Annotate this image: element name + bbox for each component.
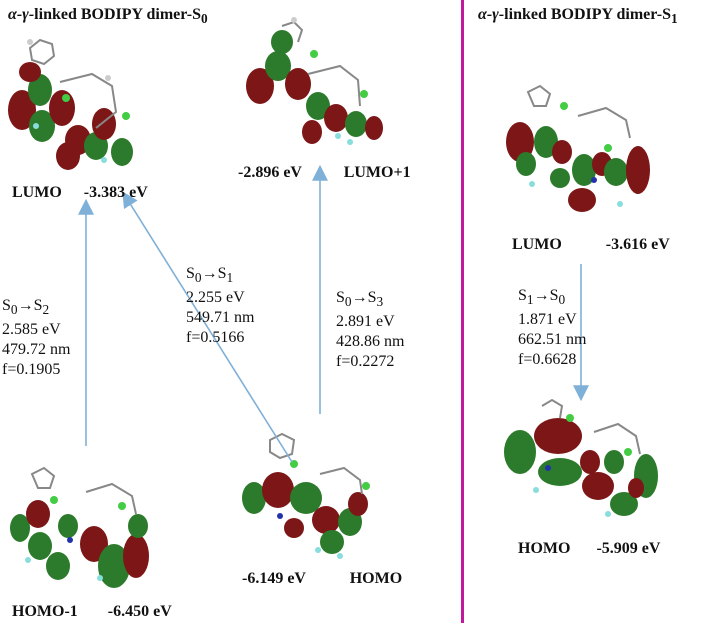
mo-lumo-plus1-s0 <box>246 17 383 145</box>
mo-lumo-s0 <box>8 38 133 170</box>
molecule-skeleton <box>269 432 363 495</box>
mo-homo-s1 <box>504 398 658 517</box>
homo-s1-label: HOMO -5.909 eV <box>518 540 660 558</box>
orbital-name: LUMO <box>512 236 562 253</box>
mo-homo-minus1-s0 <box>10 466 149 588</box>
transition-oscillator-strength: f=0.6628 <box>518 351 577 369</box>
orbital-name: LUMO <box>12 184 62 201</box>
mo-lumo-s1 <box>506 84 650 212</box>
right-title-prefix: α-γ- <box>478 6 505 23</box>
homo-minus1-s0-label: HOMO-1 -6.450 eV <box>12 603 172 621</box>
transition-s0-s3: S0→S3 2.891 eV 428.86 nm f=0.2272 <box>336 288 404 372</box>
right-title-subscript: 1 <box>671 11 678 27</box>
mo-homo-s0 <box>242 432 370 559</box>
homo-s0-label: -6.149 eV HOMO <box>242 570 402 588</box>
transition-oscillator-strength: f=0.2272 <box>336 353 395 371</box>
atoms <box>25 496 126 581</box>
transition-energy: 2.585 eV <box>2 321 61 339</box>
orbital-lobes <box>506 122 650 212</box>
left-title-text: linked BODIPY dimer-S <box>34 6 201 23</box>
transition-wavelength: 428.86 nm <box>336 333 405 351</box>
orbital-name: HOMO-1 <box>12 603 78 620</box>
orbital-energy: -6.450 eV <box>107 603 172 620</box>
molecule-skeleton <box>28 38 118 129</box>
transition-wavelength: 662.51 nm <box>518 331 587 349</box>
transition-energy: 2.255 eV <box>186 289 245 307</box>
lumo-s1-label: LUMO -3.616 eV <box>512 236 670 254</box>
orbital-lobes <box>10 500 149 588</box>
transition-states: S0→S2 <box>2 297 50 318</box>
molecule-skeleton <box>30 466 137 515</box>
atoms <box>27 39 130 163</box>
atoms <box>291 17 368 145</box>
orbital-energy: -3.383 eV <box>83 184 148 201</box>
orbital-lobes <box>242 472 368 554</box>
orbital-name: HOMO <box>349 570 403 587</box>
left-title-prefix: α-γ- <box>8 6 35 23</box>
lumo-s0-label: LUMO -3.383 eV <box>12 184 148 202</box>
molecule-skeleton <box>281 20 361 107</box>
right-title-text: linked BODIPY dimer-S <box>504 6 671 23</box>
left-title-subscript: 0 <box>201 11 208 27</box>
panel-divider <box>461 0 464 623</box>
transition-oscillator-strength: f=0.5166 <box>186 329 245 347</box>
transition-s0-s1: S0→S1 2.255 eV 549.71 nm f=0.5166 <box>186 264 254 348</box>
orbital-lobes <box>504 418 658 516</box>
transition-wavelength: 549.71 nm <box>186 309 255 327</box>
orbital-energy: -6.149 eV <box>242 570 306 587</box>
transition-oscillator-strength: f=0.1905 <box>2 361 61 379</box>
orbital-energy: -2.896 eV <box>238 164 302 181</box>
transition-states: S0→S1 <box>186 265 234 286</box>
transition-s0-s2: S0→S2 2.585 eV 479.72 nm f=0.1905 <box>2 296 70 380</box>
transition-energy: 2.891 eV <box>336 313 395 331</box>
transition-s1-s0: S1→S0 1.871 eV 662.51 nm f=0.6628 <box>518 286 586 370</box>
transition-wavelength: 479.72 nm <box>2 341 71 359</box>
atoms <box>529 102 623 207</box>
orbital-name: HOMO <box>518 540 571 557</box>
molecule-skeleton <box>526 84 631 139</box>
transition-states: S0→S3 <box>336 289 384 310</box>
orbital-lobes <box>246 30 383 144</box>
lumo-plus1-s0-label: -2.896 eV LUMO+1 <box>238 164 411 182</box>
left-panel-title: α-γ-linked BODIPY dimer-S0 <box>8 6 208 27</box>
molecule-skeleton <box>541 398 641 455</box>
atoms <box>533 414 632 517</box>
transition-states: S1→S0 <box>518 287 566 308</box>
orbital-energy: -5.909 eV <box>596 540 661 557</box>
orbital-name: LUMO+1 <box>343 164 411 181</box>
orbital-energy: -3.616 eV <box>605 236 670 253</box>
arrow-s0-s1 <box>122 191 293 463</box>
orbital-lobes <box>8 62 133 170</box>
right-panel-title: α-γ-linked BODIPY dimer-S1 <box>478 6 678 27</box>
transition-energy: 1.871 eV <box>518 311 577 329</box>
